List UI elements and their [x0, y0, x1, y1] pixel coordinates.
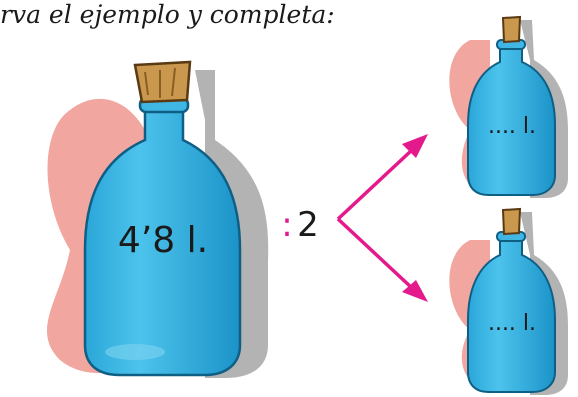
big-bottle: 4’8 l. [47, 60, 269, 378]
split-arrows [336, 134, 428, 302]
result-bottle-1: .... l. [449, 15, 568, 198]
division-operation: : 2 [281, 205, 319, 245]
result-bottle-2-label: .... l. [488, 311, 536, 336]
division-symbol: : [281, 205, 292, 245]
big-bottle-label: 4’8 l. [118, 220, 208, 261]
arrow-up-right-icon [336, 148, 414, 221]
result-bottle-1-label: .... l. [488, 114, 536, 139]
cork-icon [133, 60, 192, 104]
divisor-number: 2 [297, 205, 319, 245]
big-bottle-glass [83, 103, 242, 377]
arrow-down-right-icon [336, 217, 414, 290]
result-bottle-2: .... l. [449, 207, 568, 395]
instruction-text: rva el ejemplo y completa: [0, 0, 335, 29]
